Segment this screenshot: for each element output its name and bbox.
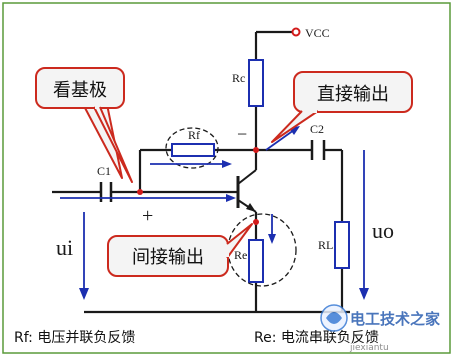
re-label: Re (234, 248, 247, 262)
callout-base: 看基极 (35, 67, 133, 183)
rf-label: Rf (188, 128, 200, 142)
uo-arrow-icon (359, 288, 369, 300)
plus-sign: + (142, 205, 153, 227)
rl-label: RL (318, 238, 333, 252)
transistor-collector-leg (237, 169, 257, 185)
caption-re: Re: 电流串联负反馈 (254, 330, 379, 346)
uo-label: uo (372, 218, 394, 243)
c2-capacitor (310, 140, 326, 160)
callout-base-text: 看基极 (53, 80, 107, 101)
callout-indirect: 间接输出 (107, 223, 253, 277)
rf-resistor (171, 143, 215, 157)
rc-label: Rc (232, 71, 245, 85)
callout-direct: 直接输出 (271, 71, 413, 143)
rc-resistor (248, 59, 264, 107)
rf-highlight-ring (165, 127, 219, 169)
collector-junction (253, 147, 259, 153)
watermark-sub-text: jiexiantu (349, 343, 389, 353)
emitter-arrow-icon (246, 203, 256, 212)
vcc-label: VCC (305, 26, 330, 40)
watermark: 电工技术之家 jiexiantu (320, 304, 440, 353)
c2-label: C2 (310, 122, 324, 136)
caption-rf: Rf: 电压并联负反馈 (14, 330, 135, 346)
re-resistor (248, 239, 264, 283)
ui-label: ui (56, 235, 73, 260)
arrow-right-icon (226, 194, 236, 202)
arrow-down-icon (268, 234, 276, 244)
vcc-terminal (291, 27, 301, 37)
re-highlight-ring (227, 213, 297, 287)
callout-direct-text: 直接输出 (317, 84, 389, 105)
ui-arrow-icon (79, 288, 89, 300)
c1-capacitor (99, 182, 113, 202)
base-junction (137, 189, 143, 195)
transistor (236, 150, 258, 213)
c1-label: C1 (97, 164, 111, 178)
diagram-frame (2, 2, 451, 354)
emitter-junction (253, 219, 259, 225)
minus-sign: − (237, 124, 247, 144)
callout-indirect-text: 间接输出 (132, 247, 204, 268)
arrow-right-icon (222, 160, 232, 168)
rl-resistor (334, 221, 350, 269)
watermark-main-text: 电工技术之家 (350, 310, 440, 328)
